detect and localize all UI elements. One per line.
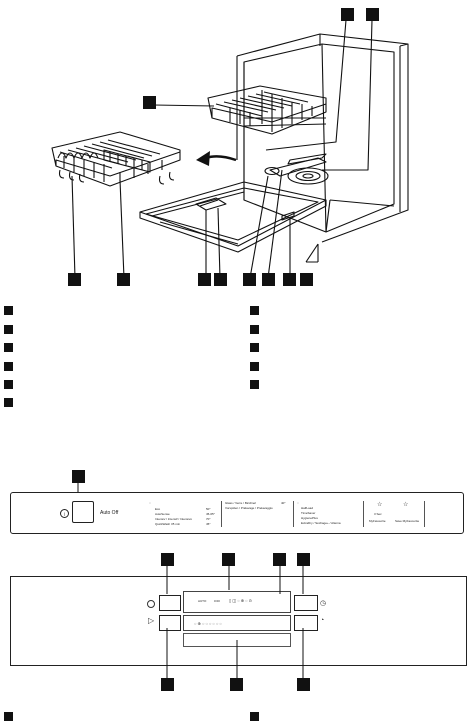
callout-marker [198,273,211,286]
callout-marker [366,8,379,21]
divider [221,501,222,527]
callout-marker [143,96,156,109]
legend-marker [4,712,13,721]
display-text-auto: AUTO [198,599,207,603]
callout-marker [341,8,354,21]
legend-marker [4,398,13,407]
legend-marker [250,712,259,721]
play-icon[interactable]: ▷ [148,616,155,625]
callout-marker [214,273,227,286]
callout-marker [297,553,310,566]
favorite-sub: 3 Sec [374,512,382,516]
divider [363,501,364,527]
legend-marker [4,362,13,371]
divider [424,501,425,527]
callout-marker [243,273,256,286]
program-temp: 40° [281,501,286,505]
power-icon[interactable]: | [60,509,69,518]
timer-button[interactable] [294,595,318,611]
callout-marker [161,678,174,691]
timer-icon: ◷ [320,600,327,607]
callout-marker [222,553,235,566]
save-favorite-label[interactable]: Save MyFavourite [395,519,420,523]
callout-marker [283,273,296,286]
program-label[interactable]: AutoSense [155,512,170,516]
callout-marker [230,678,243,691]
control-panel-bottom: ▷ AUTO 0:00 ▯ ◫ ◌ ⊕ ◌ ⊙ ◌ ⊕ ◌ ◌ ◌ ◌ ◌ ◌ … [10,576,467,666]
power-button[interactable] [159,595,181,611]
program-temp: 70° [206,517,211,521]
option-label[interactable]: HalfLoad [301,506,314,510]
program-temp: 45° [206,522,211,526]
dishwasher-illustration [51,19,409,279]
legend-marker [250,325,259,334]
program-label[interactable]: Vorspülen / Prélavage / Prelavaggio [225,506,273,510]
callout-marker [297,678,310,691]
power-icon[interactable] [147,600,155,608]
delay-icon: ◔ [320,617,325,624]
legend-marker [4,380,13,389]
legend-marker [250,380,259,389]
legend-marker [250,343,259,352]
callout-marker [300,273,313,286]
auto-off-label: Auto Off [100,510,119,516]
display-text-time: 0:00 [214,599,220,603]
callout-marker [117,273,130,286]
option-icons: ◌ ⊕ ◌ ◌ ◌ ◌ ◌ ◌ [194,621,222,626]
program-label[interactable]: QuickWash 35 min [155,522,181,526]
callout-marker [161,553,174,566]
star-icon[interactable]: ☆ [377,502,383,508]
legend-marker [250,306,259,315]
legend-marker [4,343,13,352]
program-label[interactable]: Intensiv / Intensif / Intensivo [155,517,193,521]
legend-marker [4,325,13,334]
delay-button[interactable] [294,615,318,631]
option-icon: ◌ [297,501,299,505]
callout-marker [273,553,286,566]
favorite-label[interactable]: MyFavourite [369,519,386,523]
star-save-icon[interactable]: ☆ [403,502,409,508]
callout-marker [72,470,85,483]
legend-marker [250,362,259,371]
callout-marker [262,273,275,286]
program-label[interactable]: Eco [155,507,161,511]
start-button[interactable] [159,615,181,631]
option-label[interactable]: HygienePlus [301,516,318,520]
display-lower: ◌ ⊕ ◌ ◌ ◌ ◌ ◌ ◌ [183,615,291,631]
display: AUTO 0:00 ▯ ◫ ◌ ⊕ ◌ ⊙ [183,591,291,613]
option-label[interactable]: TimeSaver [301,511,316,515]
program-icon: ◌ [149,501,151,505]
callout-marker [68,273,81,286]
option-label[interactable]: ExtraDry / Séchage+ / Alterna [301,521,341,525]
legend-marker [4,306,13,315]
power-button[interactable] [72,501,94,523]
program-temp: 50° [206,507,211,511]
divider [293,501,294,527]
program-temp: 45-65° [206,512,215,516]
control-panel-top: | Auto Off ◌ Eco AutoSense Intensiv / In… [10,492,464,534]
display-icons: ▯ ◫ ◌ ⊕ ◌ ⊙ [229,598,252,603]
program-label[interactable]: Glass / Verre / Bicchieri [225,501,257,505]
